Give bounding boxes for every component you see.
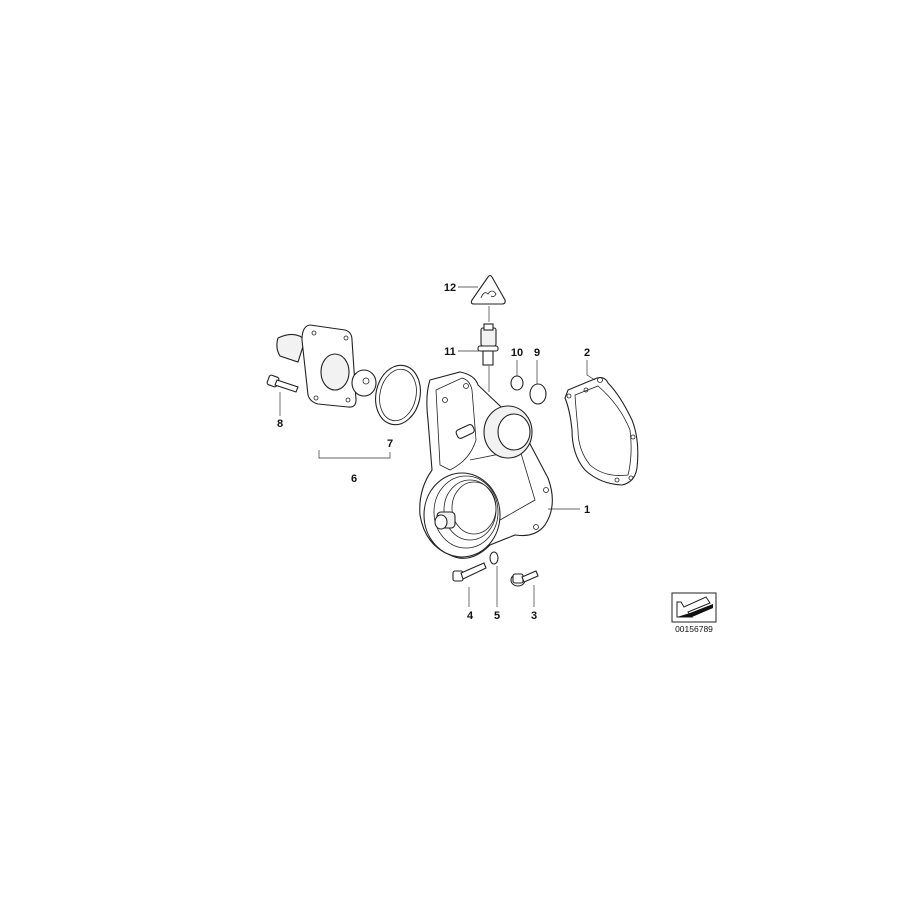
callout-3[interactable]: 3	[531, 610, 537, 622]
o-ring-large-part	[375, 364, 421, 426]
callout-8[interactable]: 8	[277, 418, 283, 430]
o-ring-small-part	[529, 383, 547, 405]
hex-bolt-part	[452, 562, 487, 582]
callout-6[interactable]: 6	[351, 473, 357, 485]
callout-4[interactable]: 4	[467, 610, 474, 622]
callout-10[interactable]: 10	[511, 347, 523, 359]
callout-9[interactable]: 9	[534, 347, 540, 359]
callout-1[interactable]: 1	[584, 504, 590, 516]
sealing-ring-part	[510, 375, 524, 391]
gasket-part	[564, 377, 639, 486]
diagram-code: 00156789	[675, 624, 713, 634]
flange-bolt-part	[510, 570, 539, 587]
water-pump-part	[419, 371, 553, 559]
callout-5[interactable]: 5	[494, 610, 500, 622]
bolt-part	[266, 374, 299, 393]
diagram-code-badge: 00156789	[671, 592, 717, 634]
callout-7[interactable]: 7	[387, 438, 393, 450]
callout-11[interactable]: 11	[444, 346, 456, 358]
callout-12[interactable]: 12	[444, 282, 456, 294]
temperature-sensor-part	[477, 323, 499, 392]
warning-label-part	[470, 274, 506, 322]
washer-part	[489, 551, 499, 565]
thermostat-assembly-part	[276, 324, 391, 459]
callout-2[interactable]: 2	[584, 347, 590, 359]
